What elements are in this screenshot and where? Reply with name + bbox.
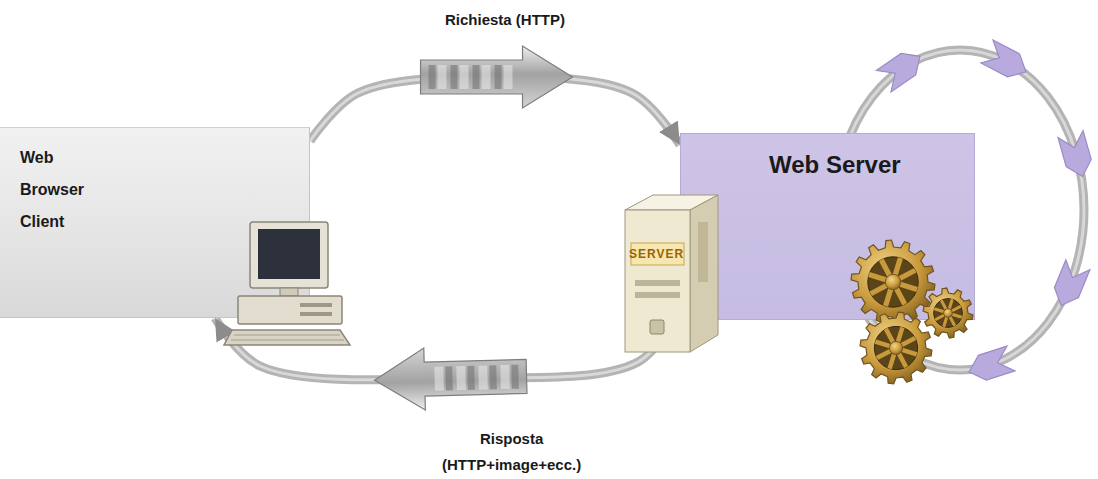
block-arrow-stripe bbox=[500, 365, 510, 389]
block-arrow-stripe bbox=[511, 365, 519, 389]
gear-hub bbox=[885, 274, 900, 289]
gear-hole bbox=[868, 257, 918, 307]
block-arrow-body bbox=[374, 345, 528, 411]
gear-teeth bbox=[851, 240, 935, 324]
key-row bbox=[231, 340, 344, 341]
key-row bbox=[234, 335, 340, 336]
gear-spoke bbox=[886, 329, 906, 367]
gear-teeth bbox=[923, 288, 973, 338]
gear-spoke bbox=[934, 309, 962, 318]
block-arrow-stripe bbox=[460, 65, 469, 89]
gear-hub bbox=[889, 341, 902, 354]
block-arrow bbox=[374, 345, 528, 411]
edge-label: Richiesta (HTTP) bbox=[445, 10, 565, 29]
gear-hole bbox=[934, 299, 963, 328]
block-arrow-stripe bbox=[473, 65, 480, 89]
node-title: Web Server bbox=[769, 150, 901, 180]
drive-slot bbox=[300, 303, 332, 307]
edge-label: Risposta (HTTP+image+ecc.) bbox=[442, 426, 581, 478]
block-arrow-stripe bbox=[445, 366, 453, 390]
cycle-arrow bbox=[965, 346, 1015, 384]
tower-front bbox=[625, 210, 690, 352]
block-arrow-stripe bbox=[429, 65, 436, 89]
gear-spoke bbox=[941, 300, 954, 325]
block-arrow-stripe bbox=[495, 65, 502, 89]
block-arrow bbox=[421, 46, 573, 108]
base-unit bbox=[238, 296, 342, 324]
side-slot bbox=[698, 222, 708, 282]
drive-bay bbox=[635, 280, 680, 286]
gear-spoke bbox=[944, 299, 953, 327]
gear-spoke bbox=[877, 338, 915, 358]
node-title: Web Browser Client bbox=[20, 142, 84, 238]
gears-icon bbox=[851, 240, 973, 384]
cycle-arrow bbox=[1049, 260, 1090, 311]
computer-icon bbox=[224, 222, 350, 345]
block-arrow-stripe bbox=[451, 65, 458, 89]
block-arrow-stripe bbox=[456, 366, 466, 390]
server-tower bbox=[625, 195, 718, 352]
gear-teeth bbox=[860, 312, 932, 384]
monitor-neck bbox=[280, 288, 298, 296]
block-arrow-body bbox=[421, 46, 573, 108]
gear-hole bbox=[874, 326, 917, 369]
drive-slot bbox=[300, 312, 332, 316]
gear-hub bbox=[944, 309, 953, 318]
power-button bbox=[650, 320, 664, 334]
monitor-body bbox=[250, 222, 328, 288]
cycle-arrow bbox=[876, 46, 927, 92]
gear-spoke bbox=[890, 327, 903, 368]
device-label: SERVER bbox=[629, 247, 684, 261]
cycle-arrow bbox=[981, 40, 1032, 83]
gear bbox=[860, 312, 932, 384]
monitor-screen bbox=[258, 229, 320, 279]
block-arrow-stripe bbox=[434, 367, 444, 391]
cycle-arrow bbox=[1058, 131, 1095, 180]
gear bbox=[923, 288, 973, 338]
gear-spoke bbox=[886, 258, 901, 306]
gear-spoke bbox=[881, 260, 905, 305]
block-arrow-stripe bbox=[467, 366, 475, 390]
block-arrow-stripe bbox=[489, 365, 497, 389]
gear-spoke bbox=[935, 306, 960, 319]
block-arrow-stripe bbox=[438, 65, 447, 89]
block-arrow-stripe bbox=[482, 65, 491, 89]
gear-spoke bbox=[875, 342, 916, 355]
gear-spoke bbox=[871, 270, 916, 294]
server-box: Web Server bbox=[680, 133, 975, 320]
drive-bay bbox=[635, 292, 680, 298]
block-arrow-stripe bbox=[504, 65, 513, 89]
keyboard bbox=[224, 330, 350, 345]
tower-side bbox=[690, 195, 718, 352]
gear-spoke bbox=[869, 275, 917, 290]
block-arrow-stripe bbox=[478, 365, 488, 389]
request-response-arrow bbox=[310, 46, 680, 145]
gear bbox=[851, 240, 935, 324]
